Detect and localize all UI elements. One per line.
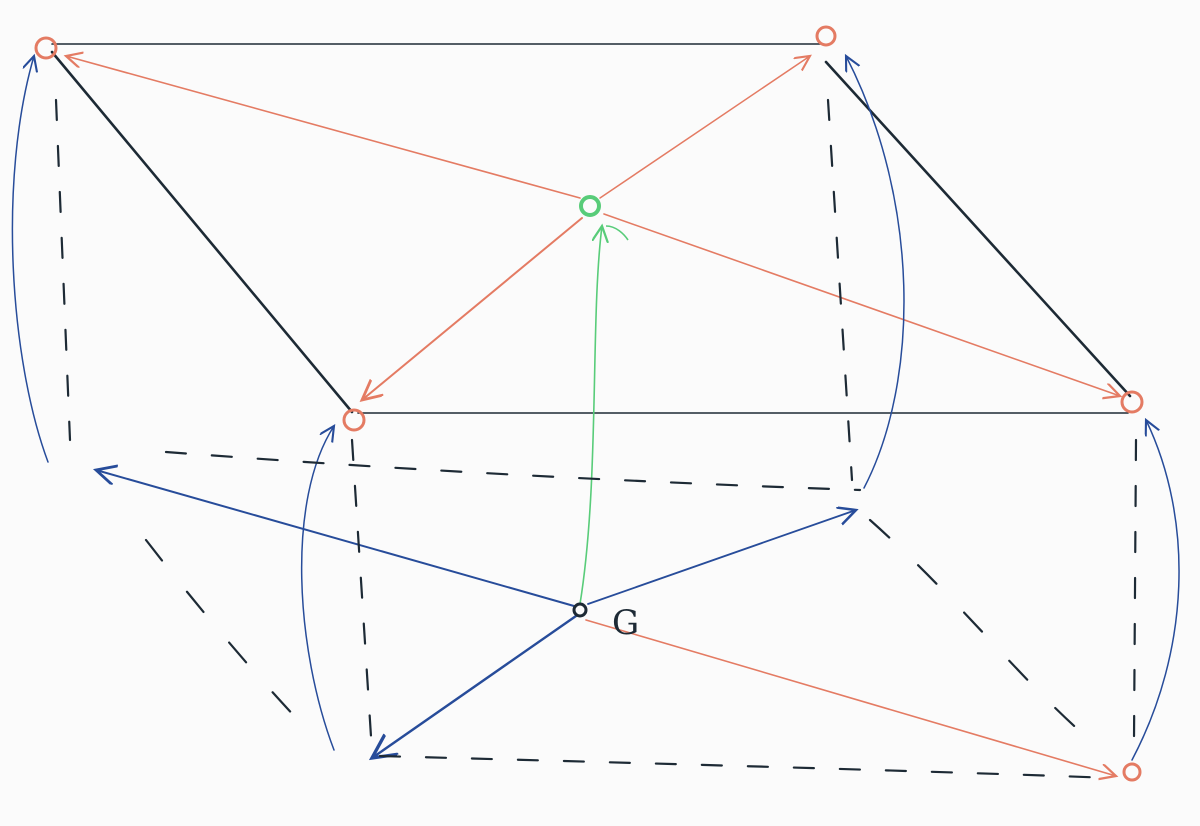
orange-arrow-to-bottom-left [362,217,583,400]
green-arrow-tail [605,225,629,241]
edge-right [824,60,1132,398]
blue-lift-arrows [11,56,1180,761]
dashed-vertical-bottom-right [1132,438,1138,742]
vertex-g [572,602,588,618]
lift-arrow-right [846,56,905,489]
edge-left [50,50,354,414]
dashed-vertical-bottom-left [350,438,374,754]
vertex-center-green [579,195,601,217]
dashed-vertical-top-right [826,98,854,482]
blue-arrow-to-left [96,470,575,607]
lift-arrow-bottom-left [300,426,334,751]
dashed-right-edge [868,518,1092,742]
blue-bottom-arrows [96,470,856,758]
dashed-back-edge [164,450,862,492]
orange-diagonals [66,56,1120,776]
dashed-front-edge [378,754,1114,780]
vertex-bottom-right [1120,390,1144,414]
lift-arrow-bottom-right [1131,420,1180,761]
dashed-vertical-top-left [54,98,72,442]
green-arrow-to-center [579,226,602,605]
vertex-bottom-left [342,408,366,432]
vertices [34,25,1144,782]
lift-arrow-left [11,56,49,463]
orange-arrow-to-top-left [66,56,581,199]
vertex-top-right [815,25,837,47]
top-parallelogram [50,43,1132,414]
dashed-left-edge [144,538,302,724]
orange-arrow-from-g [585,619,1116,776]
center-symbol-label: G [612,603,639,643]
blue-arrow-to-right [587,510,856,605]
vertex-top-left [34,36,58,60]
orange-arrow-to-bottom-right [603,213,1120,396]
dashed-hidden-edges [54,98,1138,780]
vertex-lower-right [1122,762,1142,782]
orange-arrow-to-top-right [599,56,810,199]
blue-arrow-to-bottom-left [372,614,578,758]
